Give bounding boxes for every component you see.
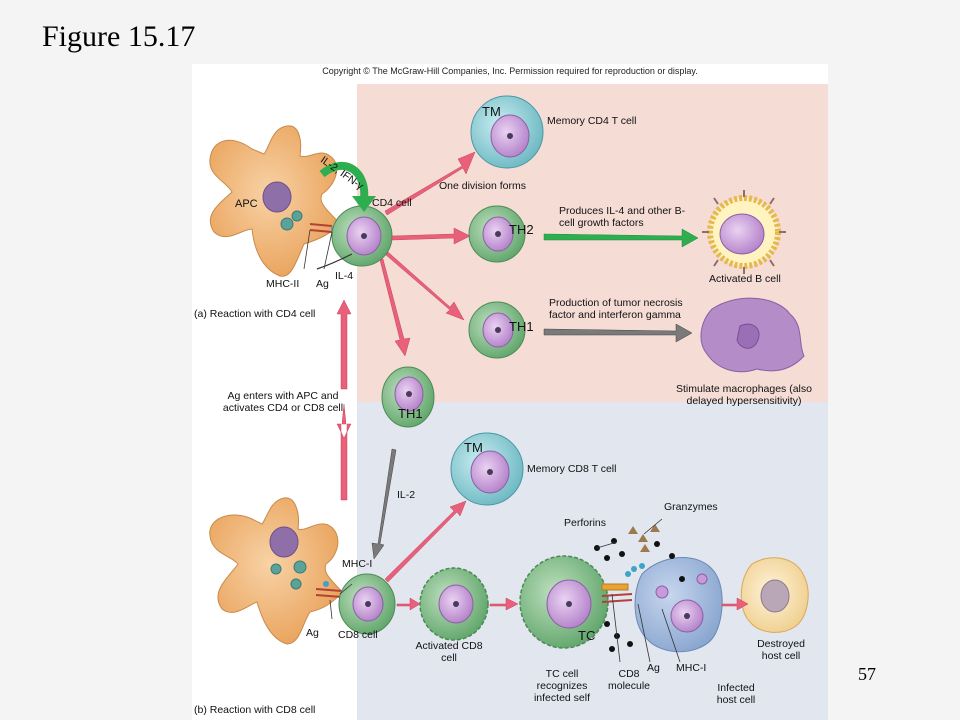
th1-cell: [468, 301, 526, 359]
leader-lines: [303, 229, 681, 663]
label-cd4-cell: CD4 cell: [372, 197, 412, 209]
il4-arrow: [316, 253, 353, 270]
label-activated-b: Activated B cell: [709, 273, 781, 285]
granzyme-particles: [628, 524, 660, 552]
label-perforins: Perforins: [564, 517, 607, 529]
panel-a-caption: (a) Reaction with CD4 cell: [194, 308, 316, 320]
immune-response-diagram: [209, 95, 809, 663]
cd8-cell: [338, 573, 396, 635]
destroyed-host-cell: [740, 557, 809, 633]
label-tc-recognizes: TC cell recognizes infected self: [533, 668, 591, 704]
label-memory-cd4: Memory CD4 T cell: [547, 115, 637, 127]
label-cd8-molecule: CD8 molecule: [607, 668, 651, 692]
label-granzymes: Granzymes: [664, 501, 718, 513]
label-tm-cd8: TM: [464, 440, 483, 455]
label-ag-top: Ag: [316, 278, 329, 290]
apc-cell-top: [209, 125, 341, 277]
label-apc: APC: [235, 198, 258, 210]
arrow-to-b-cell: [543, 228, 699, 248]
label-tc: TC: [578, 628, 596, 643]
copyright-notice: Copyright © The McGraw-Hill Companies, I…: [322, 66, 698, 76]
label-ag-synapse: Ag: [647, 662, 660, 674]
label-mhc1-apc: MHC-I: [342, 558, 373, 570]
label-tm-cd4: TM: [482, 104, 501, 119]
label-memory-cd8: Memory CD8 T cell: [527, 463, 617, 475]
panel-b-caption: (b) Reaction with CD8 cell: [194, 704, 316, 716]
label-th1: TH1: [509, 319, 534, 334]
label-stimulate-mac: Stimulate macrophages (also delayed hype…: [676, 383, 812, 407]
label-mhc1-synapse: MHC-I: [676, 662, 707, 674]
page-number: 57: [858, 664, 876, 684]
arrow-to-macrophage: [543, 323, 693, 343]
label-th1-mid: TH1: [398, 406, 423, 421]
tc-cell: [519, 555, 609, 649]
differentiation-arrows-top: [379, 151, 476, 357]
memory-cd4-cell: [470, 95, 544, 169]
slide-title: Figure 15.17: [42, 20, 196, 53]
mhc1-receptor-complex-apc: [315, 581, 343, 598]
apc-cell-bottom: [209, 497, 343, 645]
label-activated-cd8: Activated CD8 cell: [415, 640, 483, 664]
label-one-division: One division forms: [439, 180, 526, 192]
label-th1-text: Production of tumor necrosis factor and …: [549, 297, 683, 321]
label-ag-enters: Ag enters with APC and activates CD4 or …: [222, 390, 344, 414]
label-il2: IL-2: [397, 489, 416, 501]
panel-b-background: [357, 402, 828, 720]
label-ag-bottom: Ag: [306, 627, 319, 639]
th2-cell: [468, 205, 526, 263]
label-infected-host: Infected host cell: [716, 682, 756, 706]
differentiation-arrows-bottom: [384, 500, 749, 611]
cd4-cell: [331, 205, 393, 267]
label-th2-text: Produces IL-4 and other B-cell growth fa…: [559, 205, 686, 229]
activated-b-cell: [702, 190, 786, 274]
label-mhc2: MHC-II: [266, 278, 300, 290]
label-il4: IL-4: [335, 270, 354, 282]
figure-panel: Copyright © The McGraw-Hill Companies, I…: [192, 64, 828, 720]
cytokine-arrowhead: [352, 196, 376, 212]
th1-cell-middle: [381, 366, 435, 428]
macrophage: [700, 297, 805, 373]
memory-cd8-cell: [450, 432, 524, 506]
il2-arrow: [371, 448, 397, 560]
label-th2: TH2: [509, 222, 534, 237]
infected-host-cell: [634, 557, 723, 653]
cytokine-feedback-arrow: [319, 161, 369, 200]
activated-cd8-cell: [419, 567, 489, 641]
label-destroyed-host: Destroyed host cell: [757, 638, 805, 662]
label-cd8-cell: CD8 cell: [338, 629, 378, 641]
tc-synapse-complex: [601, 563, 645, 603]
apc-entry-double-arrow: [336, 299, 352, 501]
